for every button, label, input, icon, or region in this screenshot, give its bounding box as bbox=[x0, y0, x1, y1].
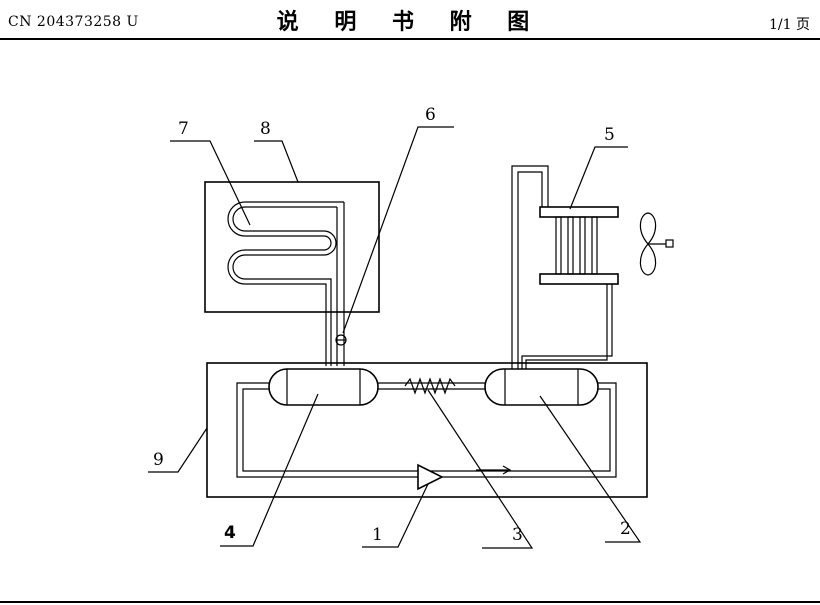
condenser-pipes bbox=[511, 165, 613, 369]
label-2: 2 bbox=[620, 519, 631, 539]
leader-lines bbox=[148, 126, 642, 549]
label-3: 3 bbox=[512, 525, 523, 545]
label-8: 8 bbox=[260, 119, 271, 139]
label-6: 6 bbox=[425, 105, 436, 125]
label-7: 7 bbox=[178, 119, 189, 139]
condenser-5 bbox=[539, 206, 619, 285]
circulation-loop bbox=[236, 382, 617, 478]
label-4: 4 bbox=[224, 523, 236, 543]
document-number: CN 204373258 U bbox=[8, 14, 139, 30]
housing-box bbox=[206, 362, 648, 498]
footer-rule bbox=[0, 601, 820, 603]
vessel-4 bbox=[268, 368, 379, 406]
page-number: 1/1 页 bbox=[769, 17, 810, 33]
evaporator-coil bbox=[227, 201, 345, 366]
label-9: 9 bbox=[153, 450, 164, 470]
fan-icon bbox=[639, 212, 674, 276]
label-1: 1 bbox=[372, 525, 383, 545]
label-5: 5 bbox=[604, 125, 615, 145]
pump-1 bbox=[417, 463, 444, 491]
connecting-pipe-resistor bbox=[378, 377, 485, 395]
flow-arrow-icon bbox=[476, 465, 512, 475]
page-title: 说 明 书 附 图 bbox=[276, 9, 544, 35]
page-header: CN 204373258 U 说 明 书 附 图 1/1 页 bbox=[0, 0, 820, 40]
cold-box bbox=[204, 181, 380, 313]
vessel-2 bbox=[484, 368, 599, 406]
header-rule bbox=[0, 38, 820, 40]
